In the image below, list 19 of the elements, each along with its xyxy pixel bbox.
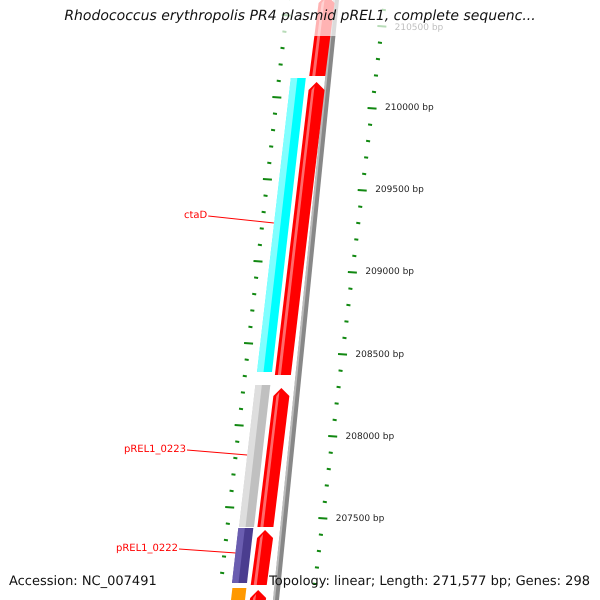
gene-bar [238, 385, 270, 527]
scale-label: 209500 bp [375, 185, 424, 196]
scale-label: 210500 bp [394, 23, 444, 34]
gene-label: ctaD [184, 210, 208, 222]
scale-label: 207500 bp [336, 514, 384, 525]
summary-text: Topology: linear; Length: 271,577 bp; Genes: 298 [269, 574, 590, 590]
leader-line [186, 450, 248, 456]
scale-label: 209000 bp [365, 267, 414, 278]
accession-text: Accession: NC_007491 [9, 574, 157, 590]
scale-label: 208000 bp [346, 432, 394, 443]
gene-bar [256, 78, 306, 372]
scale-label: 210000 bp [385, 103, 434, 114]
gene-label: pREL1_0223 [124, 444, 186, 456]
gene-bar [232, 528, 254, 583]
leader-line [178, 548, 236, 554]
leader-line [208, 216, 274, 224]
scale-label: 208500 bp [355, 350, 404, 361]
title: Rhodococcus erythropolis PR4 plasmid pREL1, complete sequenc... [63, 8, 537, 24]
gene-label: pREL1_0222 [116, 543, 178, 555]
